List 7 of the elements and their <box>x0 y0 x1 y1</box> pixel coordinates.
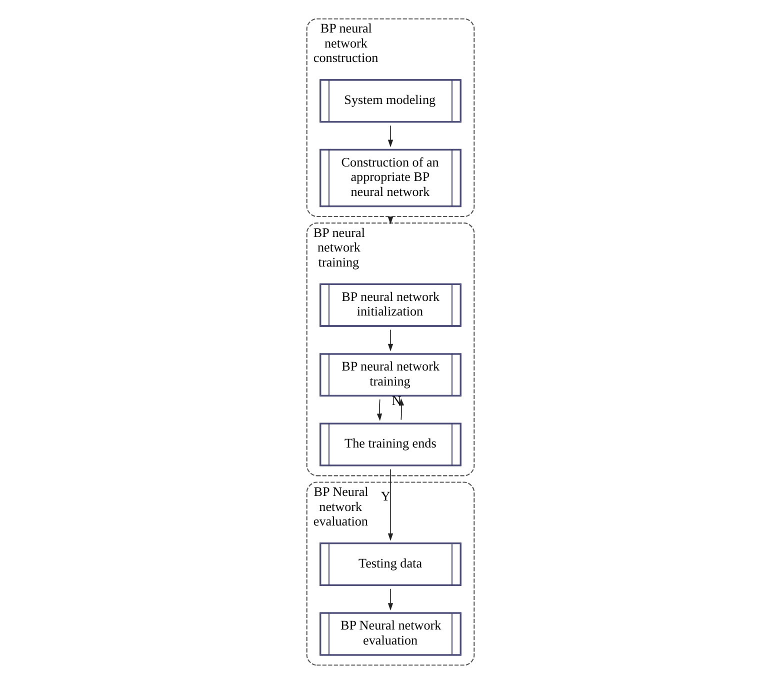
arrow <box>388 468 394 541</box>
edge-label: Y <box>380 488 390 504</box>
arrow <box>388 588 394 610</box>
arrow <box>398 398 404 420</box>
arrow <box>388 329 394 352</box>
arrow <box>388 125 394 148</box>
arrow <box>376 399 382 422</box>
